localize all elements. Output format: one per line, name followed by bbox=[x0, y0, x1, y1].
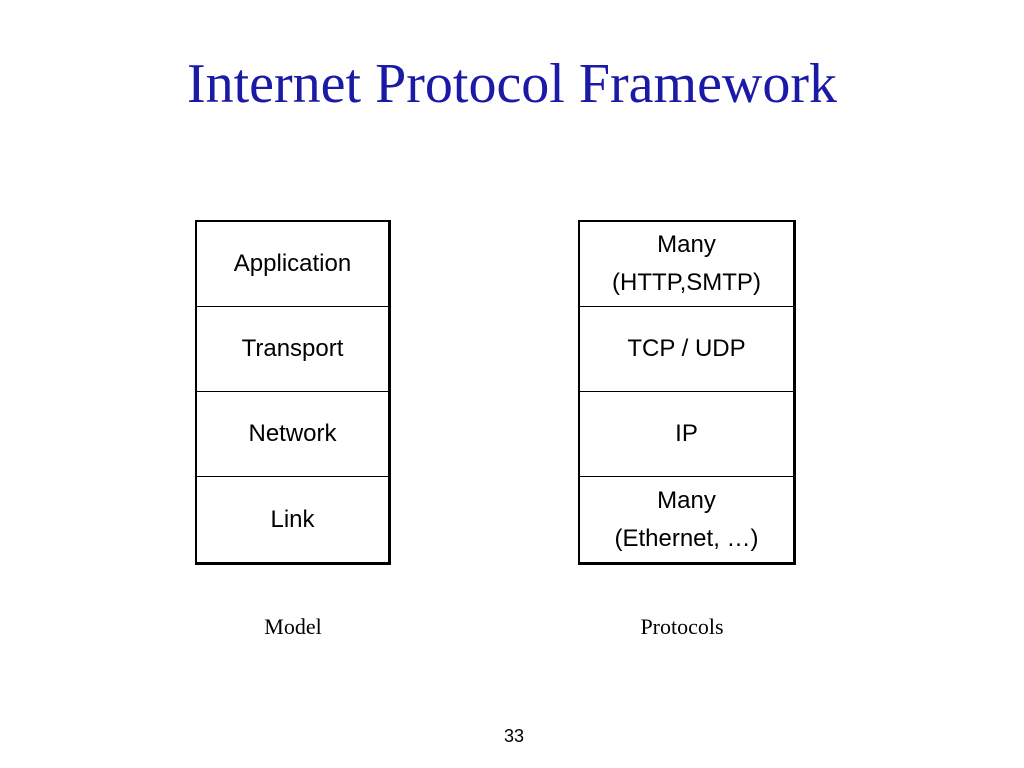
protocols-layer-line: IP bbox=[675, 420, 698, 447]
protocols-layer-line: TCP / UDP bbox=[627, 335, 746, 362]
protocols-layer-line: Many bbox=[657, 231, 716, 258]
model-layer-transport: Transport bbox=[197, 307, 388, 392]
model-layer-label: Network bbox=[248, 420, 337, 447]
protocols-layer-link: Many (Ethernet, …) bbox=[580, 477, 793, 562]
model-caption: Model bbox=[264, 614, 322, 639]
slide-title: Internet Protocol Framework bbox=[186, 53, 838, 115]
protocols-stack: Many (HTTP,SMTP) TCP / UDP IP Many (Ethe… bbox=[578, 220, 796, 565]
model-layer-link: Link bbox=[197, 477, 388, 562]
model-layer-label: Transport bbox=[241, 335, 344, 362]
protocols-caption: Protocols bbox=[640, 614, 724, 639]
model-layer-label: Link bbox=[270, 505, 315, 533]
model-layer-network: Network bbox=[197, 392, 388, 477]
protocols-layer-line: Many bbox=[657, 486, 716, 514]
model-layer-label: Application bbox=[233, 250, 352, 277]
model-stack: Application Transport Network Link bbox=[195, 220, 391, 565]
model-layer-application: Application bbox=[197, 222, 388, 307]
protocols-layer-line: (Ethernet, …) bbox=[614, 524, 759, 552]
protocols-layer-application: Many (HTTP,SMTP) bbox=[580, 222, 793, 307]
protocols-layer-network: IP bbox=[580, 392, 793, 477]
page-number: 33 bbox=[503, 726, 525, 746]
protocols-layer-line: (HTTP,SMTP) bbox=[612, 269, 761, 296]
protocols-layer-transport: TCP / UDP bbox=[580, 307, 793, 392]
